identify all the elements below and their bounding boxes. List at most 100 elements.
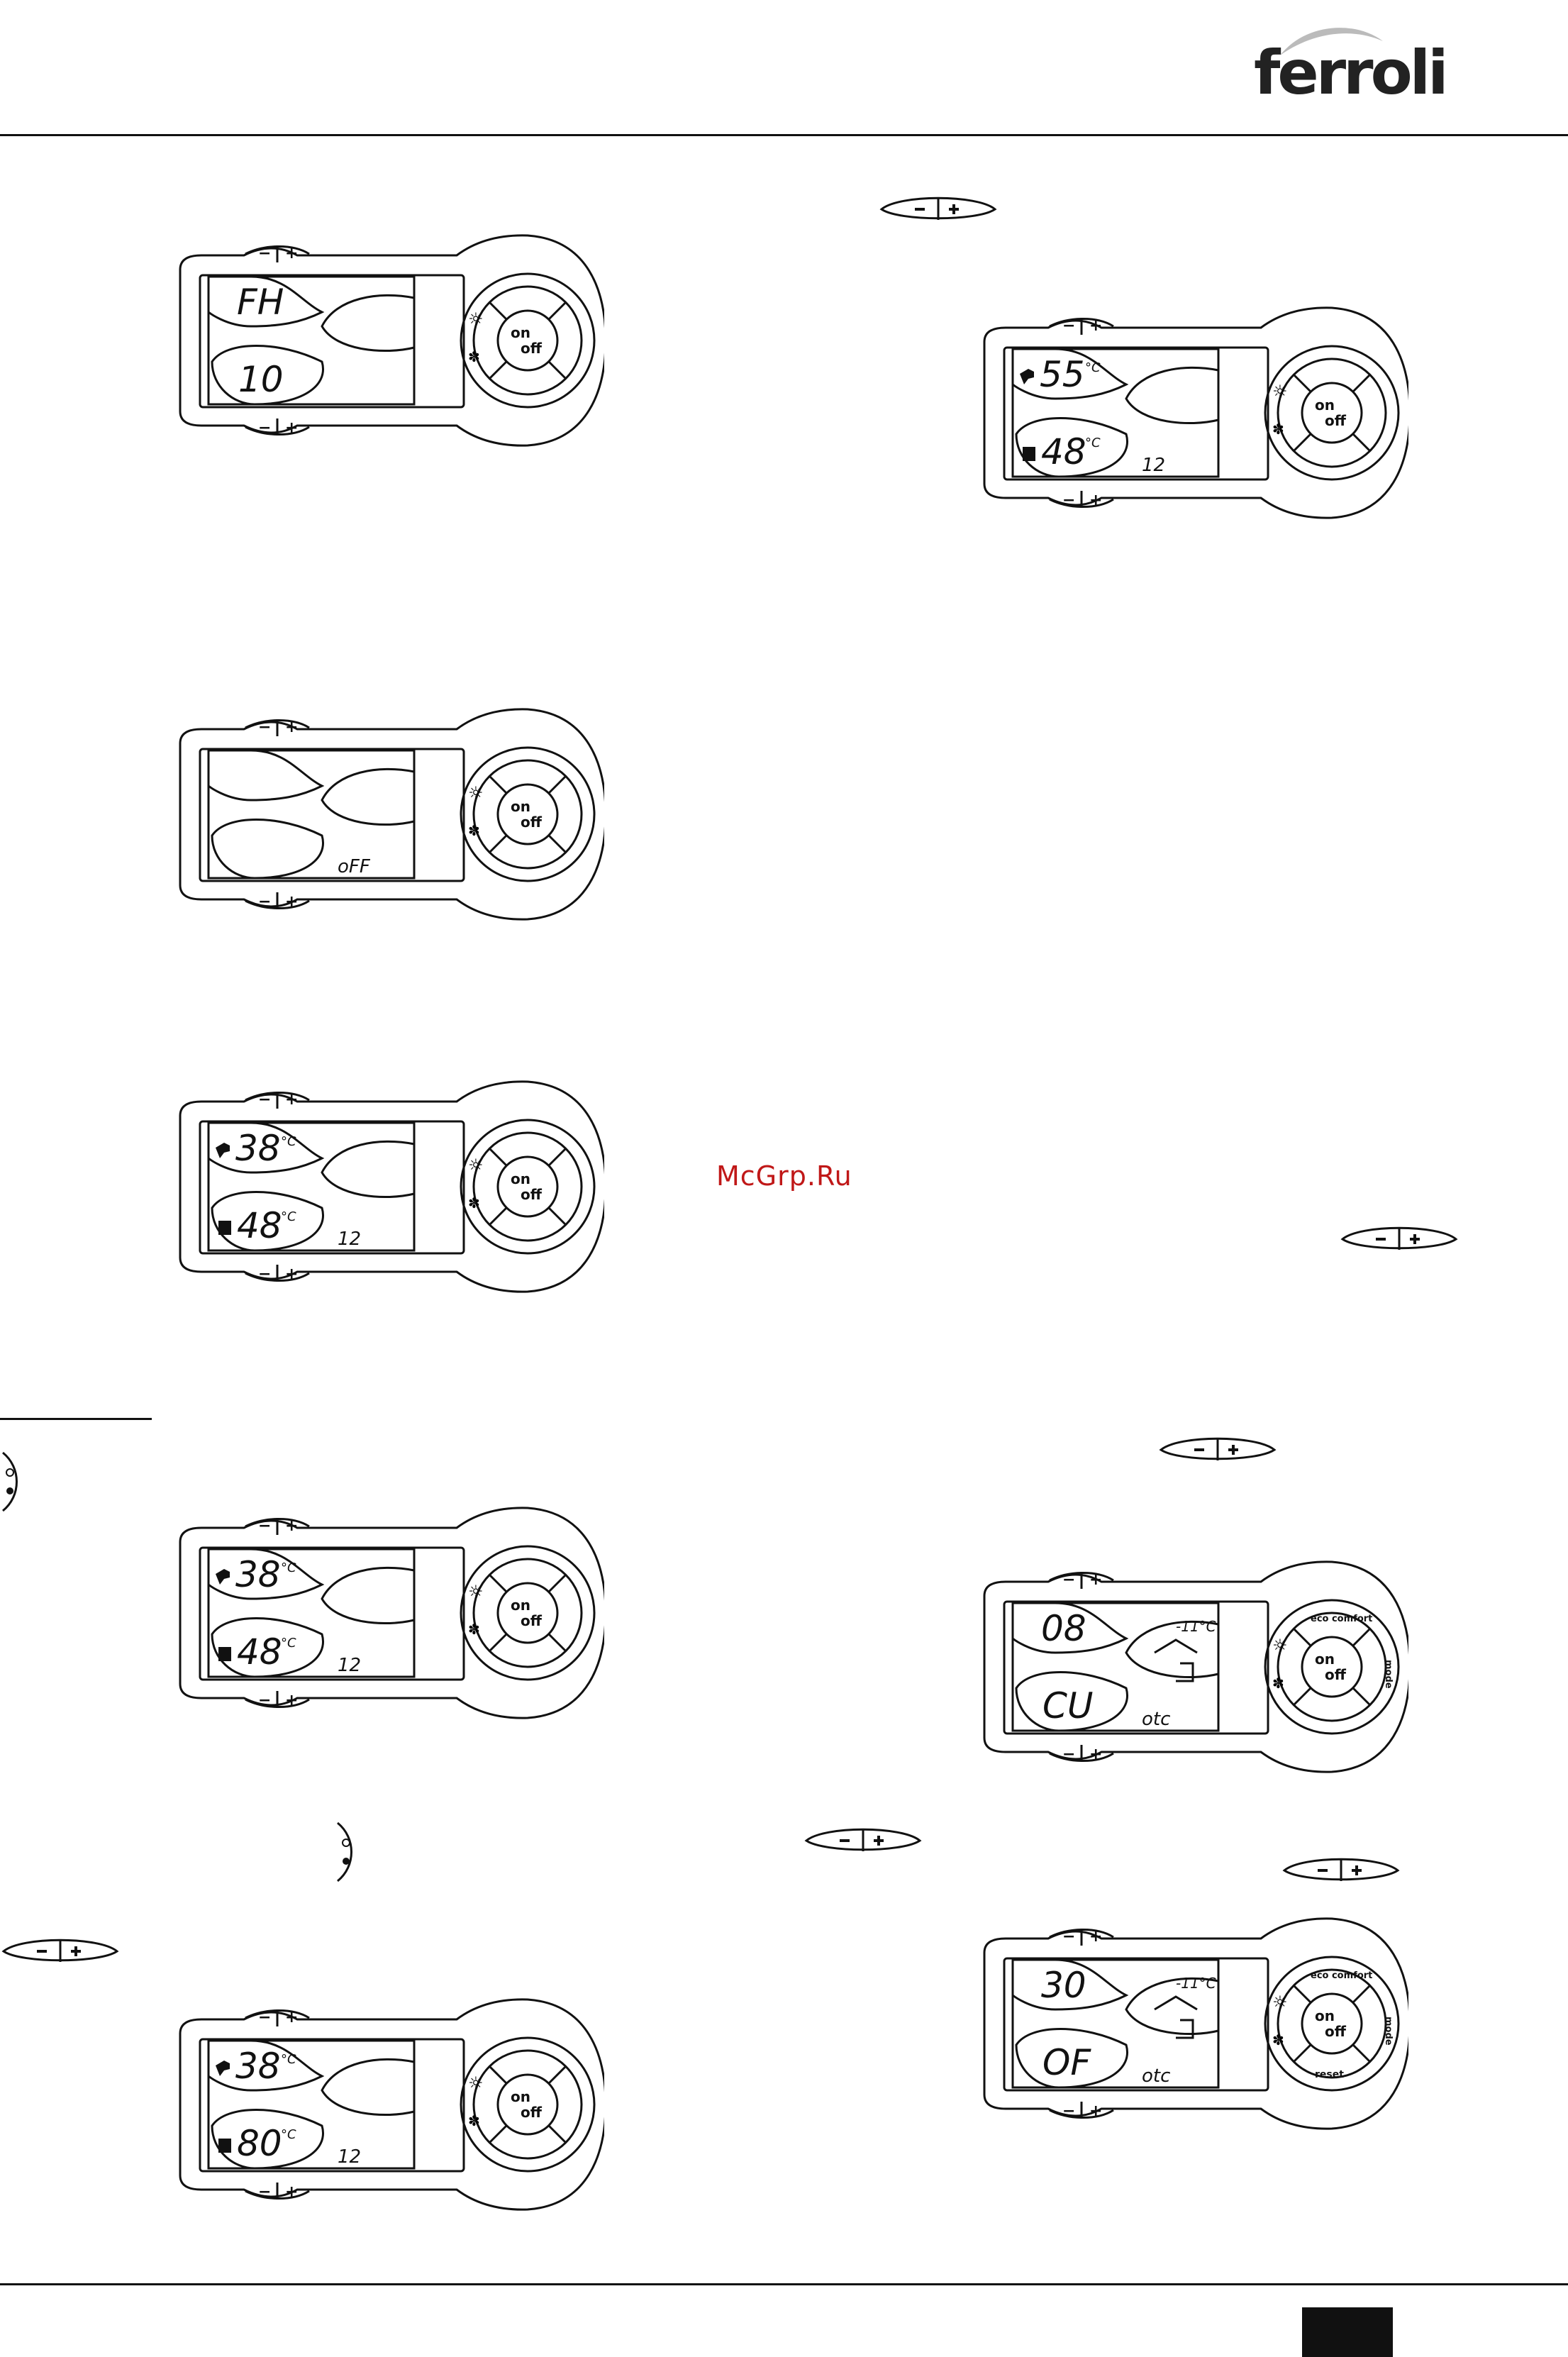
ferroli-logo: ferroli [1248, 20, 1449, 105]
plus-minus-key-icon [1340, 1226, 1458, 1250]
radiator-icon [218, 1221, 231, 1235]
top-minus-key: − [1062, 1571, 1075, 1589]
house-icon [1154, 1995, 1198, 2039]
on-off-button-on: on [1315, 396, 1335, 414]
top-display-value: FH [237, 282, 284, 323]
top-display-value: 38 [235, 1128, 281, 1169]
on-off-button-off: off [521, 1612, 543, 1629]
tap-icon [1020, 369, 1034, 384]
sun-icon: ☼ [1272, 1992, 1288, 2012]
top-minus-key: − [258, 1091, 271, 1109]
bottom-plus-key: + [285, 2183, 298, 2201]
bottom-plus-key: + [1089, 492, 1102, 509]
bottom-plus-key: + [1089, 1746, 1102, 1763]
side-display-value: 12 [338, 1229, 361, 1250]
sun-icon: ☼ [468, 2073, 484, 2093]
bottom-unit: °C [281, 1209, 296, 1224]
bottom-unit: °C [281, 2127, 296, 2142]
side-display-value: 12 [338, 1655, 361, 1676]
top-unit: °C [281, 1134, 296, 1149]
top-unit: °C [281, 2052, 296, 2067]
top-unit: °C [281, 1560, 296, 1575]
mode-key-icon [337, 1821, 352, 1882]
side-display-value: oFF [338, 856, 371, 877]
bottom-plus-key: + [285, 419, 298, 437]
on-off-button-on: on [1315, 2007, 1335, 2024]
sun-icon: ☼ [468, 1155, 484, 1175]
on-off-button-off: off [1325, 412, 1347, 429]
on-off-button-on: on [511, 1597, 530, 1614]
footer-rule [0, 2283, 1568, 2285]
side-display-value: otc [1142, 2065, 1170, 2087]
on-off-button-off: off [521, 2104, 543, 2121]
page-number-box [1302, 2307, 1393, 2357]
bottom-minus-key: − [1062, 492, 1075, 509]
on-off-button-on: on [511, 798, 530, 815]
top-minus-key: − [258, 2009, 271, 2026]
plus-minus-key-icon [1159, 1437, 1277, 1460]
bottom-minus-key: − [258, 419, 271, 437]
sun-icon: ☼ [468, 309, 484, 329]
radiator-icon [218, 2139, 231, 2153]
plus-minus-key-icon [879, 196, 997, 220]
on-off-button-off: off [1325, 1666, 1347, 1683]
logo-swoosh [1280, 28, 1383, 55]
on-off-button-on: on [511, 324, 530, 341]
house-icon [1154, 1638, 1198, 1682]
snowflake-icon: ✽ [468, 1194, 480, 1211]
top-display-value: 08 [1041, 1608, 1086, 1649]
side-display-value: 12 [338, 2146, 361, 2168]
on-off-button-off: off [521, 340, 543, 357]
top-plus-key: + [1089, 317, 1102, 335]
on-off-button-off: off [521, 814, 543, 831]
on-off-button-on: on [1315, 1651, 1335, 1668]
radiator-icon [218, 1647, 231, 1661]
top-minus-key: − [1062, 317, 1075, 335]
bottom-plus-key: + [285, 1265, 298, 1283]
top-display-value: 55 [1040, 354, 1085, 395]
bottom-display-value: 48 [237, 1205, 282, 1246]
bottom-minus-key: − [258, 2183, 271, 2201]
outdoor-temp-value: -11°C [1176, 1975, 1216, 1992]
top-display-value: 38 [235, 1554, 281, 1595]
top-minus-key: − [258, 1517, 271, 1535]
sun-icon: ☼ [468, 783, 484, 803]
tap-icon [216, 2061, 230, 2076]
sun-icon: ☼ [468, 1582, 484, 1602]
header-rule [0, 134, 1568, 136]
on-off-button-on: on [511, 1170, 530, 1187]
bottom-display-value: 80 [237, 2123, 282, 2164]
logo-text: ferroli [1254, 38, 1449, 109]
bottom-minus-key: − [258, 1265, 271, 1283]
mode-label: mode [1383, 2017, 1394, 2046]
top-plus-key: + [285, 245, 298, 262]
tap-icon [216, 1569, 230, 1585]
mode-key-icon [2, 1451, 18, 1512]
top-display-value: 38 [235, 2046, 281, 2087]
bottom-display-value: OF [1042, 2042, 1091, 2083]
section-rule [0, 1418, 152, 1420]
eco-comfort-label: eco comfort [1311, 1970, 1372, 1981]
bottom-minus-key: − [258, 893, 271, 911]
top-plus-key: + [285, 1517, 298, 1535]
top-plus-key: + [1089, 1928, 1102, 1946]
bottom-minus-key: − [1062, 1746, 1075, 1763]
bottom-minus-key: − [258, 1692, 271, 1709]
sun-icon: ☼ [1272, 1636, 1288, 1656]
top-minus-key: − [1062, 1928, 1075, 1946]
side-display-value: 12 [1142, 455, 1165, 476]
top-plus-key: + [285, 2009, 298, 2026]
top-display-value: 30 [1041, 1965, 1086, 2006]
top-minus-key: − [258, 245, 271, 262]
top-plus-key: + [285, 719, 298, 736]
bottom-display-value: 48 [237, 1631, 282, 1673]
top-unit: °C [1085, 360, 1101, 375]
snowflake-icon: ✽ [468, 348, 480, 365]
mode-label: mode [1383, 1660, 1394, 1689]
